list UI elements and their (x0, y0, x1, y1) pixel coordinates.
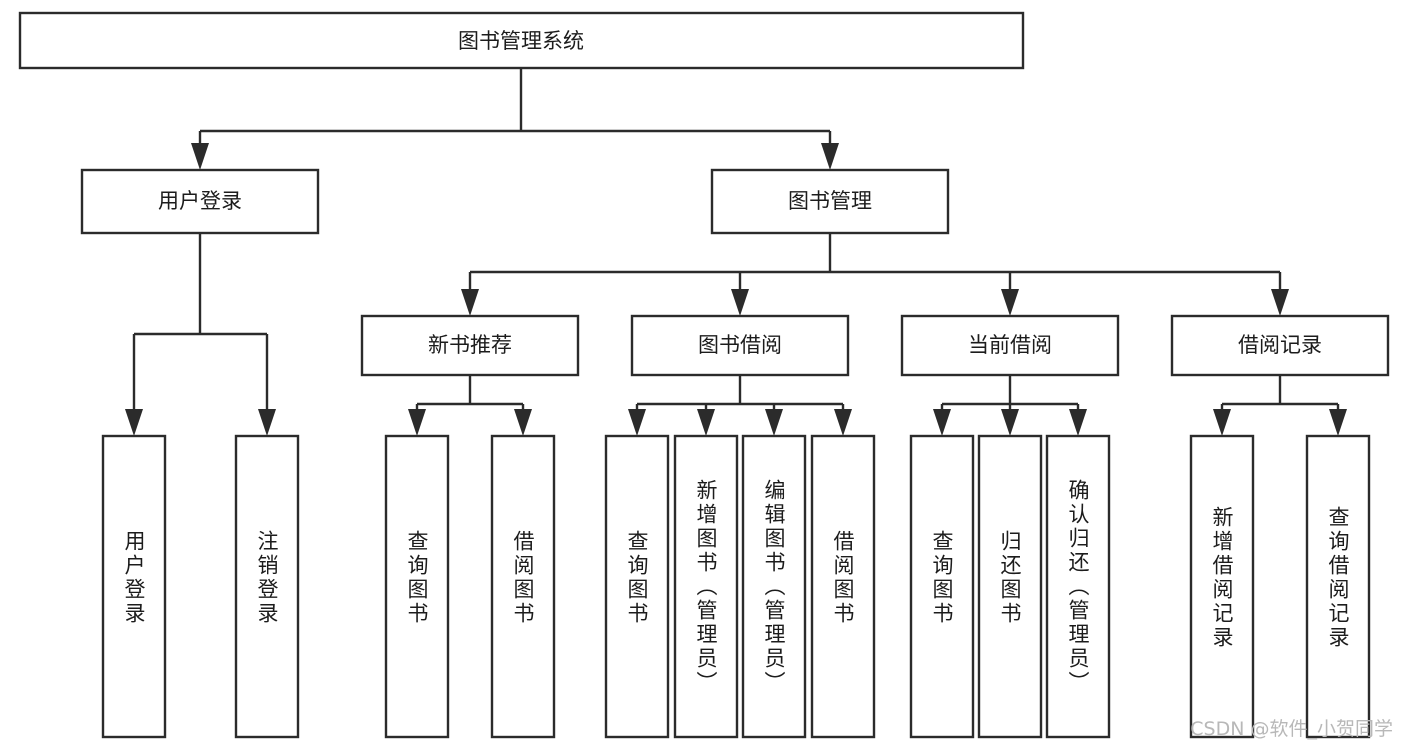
arrow-head-leaf-bb-3 (765, 409, 783, 436)
leaf-label-cb-2: 归还图书 (998, 530, 1022, 626)
connector-group-new-book-recommend (408, 375, 532, 436)
node-user-login-box[interactable] (80, 168, 320, 235)
connector-group-root (191, 68, 839, 170)
arrow-head-leaf-user-login-1 (125, 409, 143, 436)
leaf-box-bb-2[interactable] (673, 434, 739, 739)
node-user-login-label: 用户登录 (158, 189, 242, 213)
leaf-node-new-book-recommend-2[interactable]: 借阅图书 (490, 434, 556, 739)
leaf-box-br-2[interactable] (1305, 434, 1371, 739)
arrow-head-user-login (191, 143, 209, 170)
leaf-label-bb-4: 借阅图书 (831, 530, 855, 626)
leaf-box-cb-1[interactable] (909, 434, 975, 739)
leaf-node-book-borrow-2[interactable]: 新增图书（管理员） (673, 434, 739, 739)
node-user-login[interactable]: 用户登录 (80, 168, 320, 235)
arrow-head-leaf-user-login-2 (258, 409, 276, 436)
leaf-label-user-login-2: 注销登录 (255, 530, 279, 626)
node-book-manage-label: 图书管理 (788, 189, 872, 213)
arrow-head-leaf-cb-3 (1069, 409, 1087, 436)
leaf-node-borrow-record-1[interactable]: 新增借阅记录 (1189, 434, 1255, 739)
arrow-head-leaf-bb-4 (834, 409, 852, 436)
connector-group-user-login (125, 233, 276, 436)
leaf-label-br-1: 新增借阅记录 (1210, 506, 1234, 650)
node-borrow-record[interactable]: 借阅记录 (1170, 314, 1390, 377)
arrow-head-current-borrow (1001, 289, 1019, 316)
leaf-label-nbr-2: 借阅图书 (511, 530, 535, 626)
node-book-borrow-label: 图书借阅 (698, 333, 782, 357)
node-book-manage-box[interactable] (710, 168, 950, 235)
leaf-box-user-login-2[interactable] (234, 434, 300, 739)
leaf-box-nbr-1[interactable] (384, 434, 450, 739)
leaf-label-cb-1: 查询图书 (930, 530, 954, 626)
leaf-node-current-borrow-3[interactable]: 确认归还（管理员） (1045, 434, 1111, 739)
leaf-node-current-borrow-1[interactable]: 查询图书 (909, 434, 975, 739)
arrow-head-new-book-recommend (461, 289, 479, 316)
arrow-head-leaf-br-1 (1213, 409, 1231, 436)
leaf-node-book-borrow-1[interactable]: 查询图书 (604, 434, 670, 739)
node-current-borrow-box[interactable] (900, 314, 1120, 377)
leaf-node-user-login-1[interactable]: 用户登录 (101, 434, 167, 739)
arrow-head-leaf-nbr-1 (408, 409, 426, 436)
node-new-book-recommend[interactable]: 新书推荐 (360, 314, 580, 377)
node-current-borrow[interactable]: 当前借阅 (900, 314, 1120, 377)
leaf-node-book-borrow-3[interactable]: 编辑图书（管理员） (741, 434, 807, 739)
node-root-label: 图书管理系统 (458, 29, 584, 53)
watermark: CSDN @软件_小贺同学 (1190, 718, 1393, 740)
node-root-box[interactable] (18, 11, 1025, 70)
node-book-borrow-box[interactable] (630, 314, 850, 377)
leaf-box-bb-3[interactable] (741, 434, 807, 739)
leaf-box-nbr-2[interactable] (490, 434, 556, 739)
leaf-node-user-login-2[interactable]: 注销登录 (234, 434, 300, 739)
node-current-borrow-label: 当前借阅 (968, 333, 1052, 357)
arrow-head-leaf-cb-2 (1001, 409, 1019, 436)
leaf-label-bb-3: 编辑图书（管理员） (762, 479, 786, 695)
connector-group-borrow-record (1213, 375, 1347, 436)
leaf-box-cb-2[interactable] (977, 434, 1043, 739)
node-root[interactable]: 图书管理系统 (18, 11, 1025, 70)
arrow-head-book-manage (821, 143, 839, 170)
node-borrow-record-label: 借阅记录 (1238, 333, 1322, 357)
leaf-label-bb-2: 新增图书（管理员） (694, 479, 718, 695)
connector-group-book-manage (461, 233, 1289, 316)
arrow-head-leaf-nbr-2 (514, 409, 532, 436)
leaf-node-book-borrow-4[interactable]: 借阅图书 (810, 434, 876, 739)
leaf-box-cb-3[interactable] (1045, 434, 1111, 739)
node-borrow-record-box[interactable] (1170, 314, 1390, 377)
arrow-head-leaf-bb-1 (628, 409, 646, 436)
leaf-label-bb-1: 查询图书 (625, 530, 649, 626)
leaf-box-bb-4[interactable] (810, 434, 876, 739)
leaf-box-user-login-1[interactable] (101, 434, 167, 739)
connector-group-current-borrow (933, 375, 1087, 436)
leaf-node-borrow-record-2[interactable]: 查询借阅记录 (1305, 434, 1371, 739)
leaf-box-br-1[interactable] (1189, 434, 1255, 739)
node-book-borrow[interactable]: 图书借阅 (630, 314, 850, 377)
node-book-manage[interactable]: 图书管理 (710, 168, 950, 235)
leaf-box-bb-1[interactable] (604, 434, 670, 739)
leaf-label-br-2: 查询借阅记录 (1326, 506, 1350, 650)
connector-group-book-borrow (628, 375, 852, 436)
arrow-head-leaf-cb-1 (933, 409, 951, 436)
node-new-book-recommend-box[interactable] (360, 314, 580, 377)
leaf-label-user-login-1: 用户登录 (122, 530, 146, 626)
arrow-head-leaf-bb-2 (697, 409, 715, 436)
node-new-book-recommend-label: 新书推荐 (428, 333, 512, 357)
arrow-head-borrow-record (1271, 289, 1289, 316)
arrow-head-book-borrow (731, 289, 749, 316)
leaf-label-nbr-1: 查询图书 (405, 530, 429, 626)
leaf-node-current-borrow-2[interactable]: 归还图书 (977, 434, 1043, 739)
leaf-node-new-book-recommend-1[interactable]: 查询图书 (384, 434, 450, 739)
arrow-head-leaf-br-2 (1329, 409, 1347, 436)
leaf-label-cb-3: 确认归还（管理员） (1066, 479, 1090, 695)
